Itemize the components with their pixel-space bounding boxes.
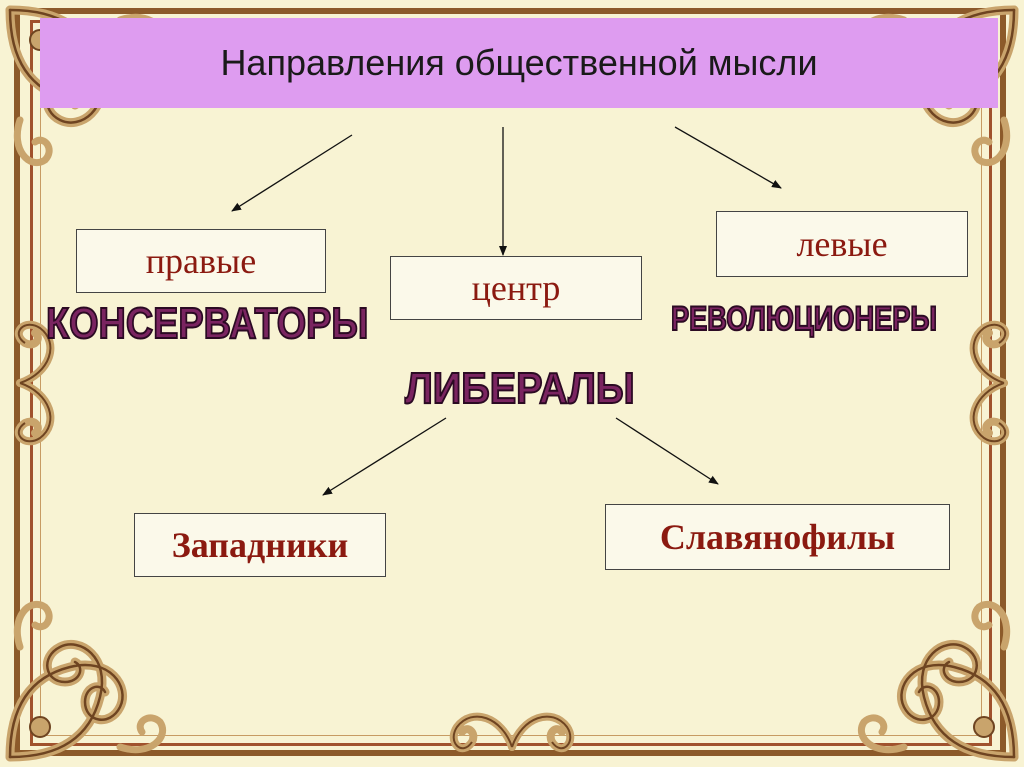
right-direction-label: правые [145,241,257,281]
center-direction-label: центр [471,268,561,308]
westerners-box: Западники [134,513,386,577]
center-direction-box: центр [390,256,642,320]
left-direction-label: левые [796,224,888,264]
arrow-to-left [674,126,782,189]
arrow-to-right [231,134,353,212]
right-direction-box: правые [76,229,326,293]
page-title: Направления общественной мысли [220,42,818,83]
arrow-to-westerners [322,417,447,496]
title-bar: Направления общественной мысли [40,18,998,108]
conservatives-label: КОНСЕРВАТОРЫ [45,298,369,349]
slavophiles-label: Славянофилы [659,517,896,557]
westerners-label: Западники [171,525,349,565]
liberals-label: ЛИБЕРАЛЫ [404,363,635,414]
arrow-to-slavophiles [615,417,719,485]
slavophiles-box: Славянофилы [605,504,950,570]
left-direction-box: левые [716,211,968,277]
revolutionaries-label: РЕВОЛЮЦИОНЕРЫ [670,299,938,339]
